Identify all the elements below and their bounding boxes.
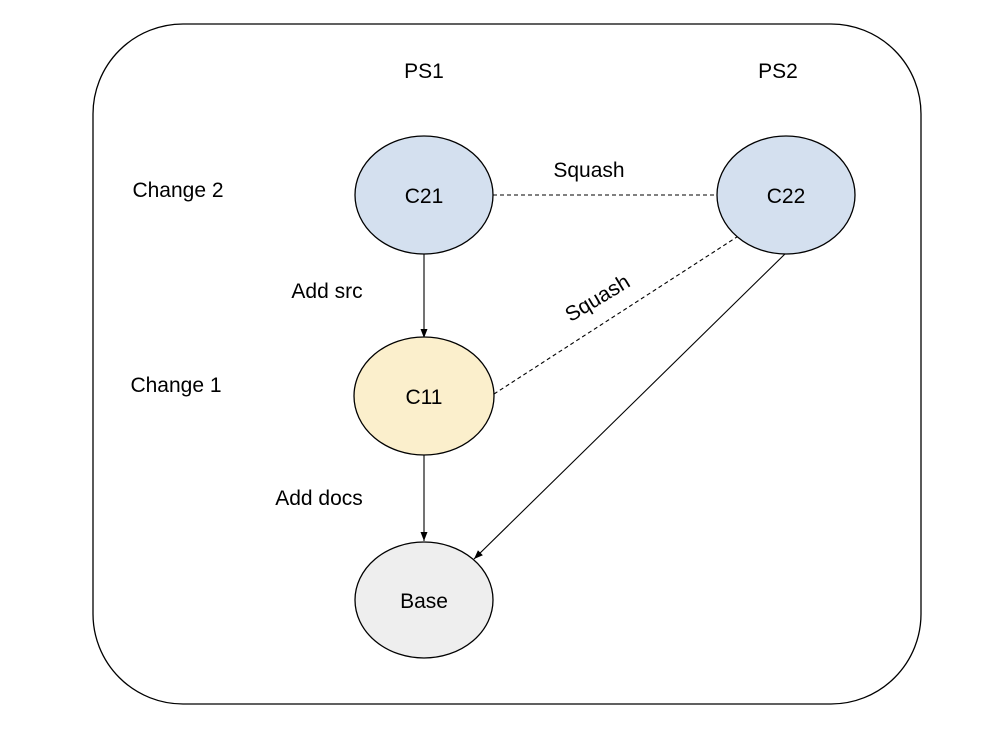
node-c11-circle xyxy=(353,336,495,456)
node-base-circle xyxy=(354,541,494,659)
node-base: Base xyxy=(354,541,494,659)
edge-label-squash-top: Squash xyxy=(553,159,624,182)
node-c21: C21 xyxy=(354,135,494,255)
node-base-label: Base xyxy=(400,590,448,613)
node-c22: C22 xyxy=(716,135,856,255)
row-label-change-1: Change 1 xyxy=(130,374,221,397)
diagram-frame xyxy=(92,23,922,705)
node-c11: C11 xyxy=(353,336,495,456)
node-c21-circle xyxy=(354,135,494,255)
edge-label-add-src: Add src xyxy=(291,280,362,303)
column-label-ps2: PS2 xyxy=(758,60,798,83)
edge-c22-to-base xyxy=(473,251,788,560)
column-label-ps1: PS1 xyxy=(404,60,444,83)
edge-label-add-docs: Add docs xyxy=(275,487,363,510)
node-c22-circle xyxy=(716,135,856,255)
node-c21-label: C21 xyxy=(405,185,444,208)
row-label-change-2: Change 2 xyxy=(132,179,223,202)
node-c22-label: C22 xyxy=(767,185,806,208)
node-c11-label: C11 xyxy=(406,386,443,409)
